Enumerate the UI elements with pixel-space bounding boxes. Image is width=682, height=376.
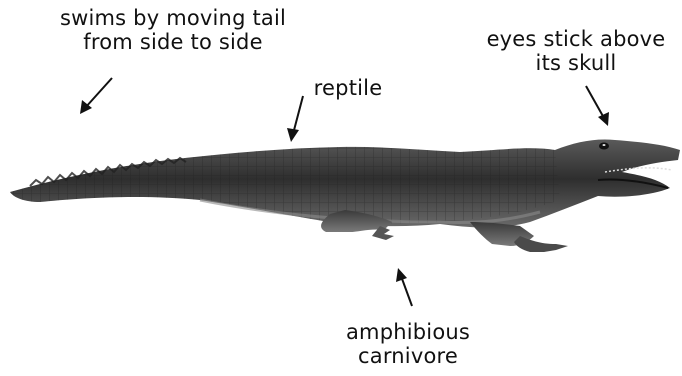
arrow-eyes	[586, 86, 609, 126]
annotation-eyes-line2: its skull	[470, 51, 682, 75]
annotation-eyes: eyes stick above its skull	[470, 27, 682, 75]
annotation-amphibious: amphibious carnivore	[318, 320, 498, 368]
annotation-amphibious-line2: carnivore	[318, 344, 498, 368]
arrow-swims	[80, 78, 112, 114]
arrow-reptile	[287, 96, 303, 142]
annotation-eyes-line1: eyes stick above	[470, 27, 682, 51]
arrow-amphibious	[396, 268, 412, 306]
annotation-amphibious-line1: amphibious	[318, 320, 498, 344]
annotation-swims-line1: swims by moving tail	[58, 6, 288, 30]
annotation-swims: swims by moving tail from side to side	[58, 6, 288, 54]
annotation-reptile: reptile	[303, 76, 393, 100]
annotation-reptile-text: reptile	[303, 76, 393, 100]
annotation-swims-line2: from side to side	[58, 30, 288, 54]
